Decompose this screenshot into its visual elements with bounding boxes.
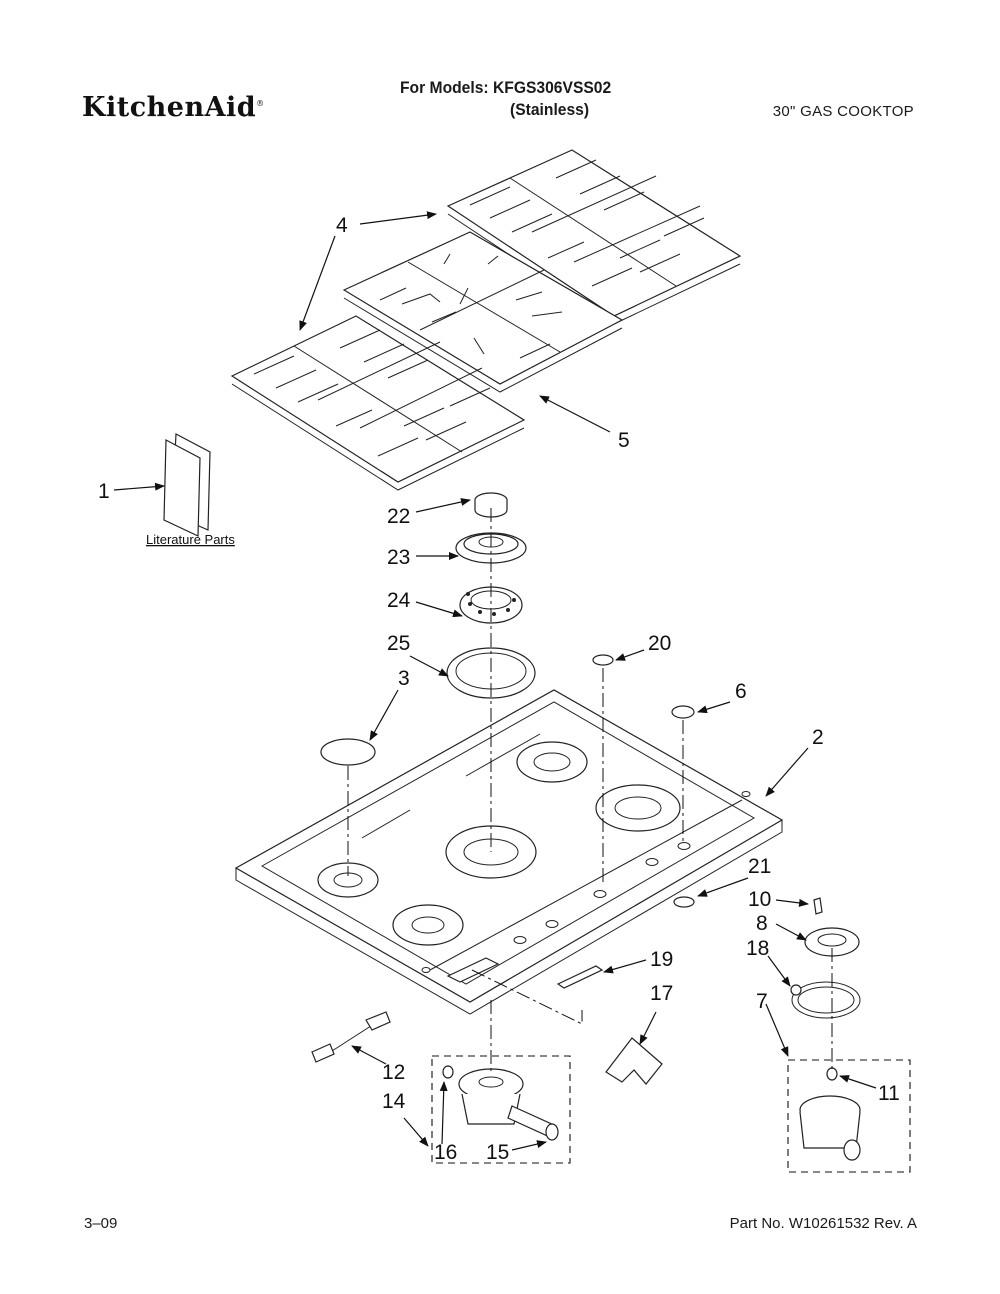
callout-21: 21 <box>748 855 771 878</box>
leader-arrows <box>113 211 877 1151</box>
callout-22: 22 <box>387 505 410 528</box>
callout-12: 12 <box>382 1061 405 1084</box>
callout-18: 18 <box>746 937 769 960</box>
callout-24: 24 <box>387 589 411 612</box>
callout-15: 15 <box>486 1141 509 1164</box>
left-burner-assembly-group <box>431 1055 571 1164</box>
callout-16: 16 <box>434 1141 457 1164</box>
small-burner-cap-20 <box>592 654 614 666</box>
callout-25: 25 <box>387 632 410 655</box>
burner-cap-6 <box>671 705 695 719</box>
callout-23: 23 <box>387 546 410 569</box>
callout-20: 20 <box>648 632 671 655</box>
models-line: For Models: KFGS306VSS02 <box>400 78 612 97</box>
bracket-17 <box>605 1037 663 1085</box>
callout-8: 8 <box>756 912 768 935</box>
callout-1: 1 <box>98 480 110 503</box>
callout-10: 10 <box>748 888 771 911</box>
grate-right <box>446 149 742 325</box>
part-number: Part No. W10261532 Rev. A <box>729 1215 917 1232</box>
callout-labels: 4 5 1 Literature Parts 22 23 24 25 20 3 … <box>98 214 900 1164</box>
callout-6: 6 <box>735 680 747 703</box>
assembly-centerlines <box>347 508 833 1072</box>
grate-left <box>230 315 526 491</box>
callout-4: 4 <box>336 214 348 237</box>
cooktop-main-top <box>234 689 784 1015</box>
callout-5: 5 <box>618 429 630 452</box>
callout-7: 7 <box>756 990 768 1013</box>
burner-cap-3 <box>320 738 376 766</box>
brand-name: KitchenAid <box>82 92 257 123</box>
callout-2: 2 <box>812 726 824 749</box>
grate-center <box>342 231 624 393</box>
callout-17: 17 <box>650 982 673 1005</box>
finish-label: (Stainless) <box>510 100 590 119</box>
electrode-assembly <box>311 1011 391 1063</box>
literature-parts-label: Literature Parts <box>146 532 235 547</box>
product-title: 30" GAS COOKTOP <box>772 103 914 120</box>
callout-19: 19 <box>650 948 673 971</box>
brand-logo: KitchenAid® <box>82 92 265 123</box>
right-burner-parts <box>673 896 861 1019</box>
revision-date: 3–09 <box>84 1215 118 1232</box>
nameplate-badge <box>556 965 604 989</box>
literature-parts-booklet <box>163 433 211 537</box>
right-burner-assembly-group <box>787 1059 911 1173</box>
callout-3: 3 <box>398 667 410 690</box>
callout-11: 11 <box>878 1082 900 1105</box>
callout-14: 14 <box>382 1090 406 1113</box>
